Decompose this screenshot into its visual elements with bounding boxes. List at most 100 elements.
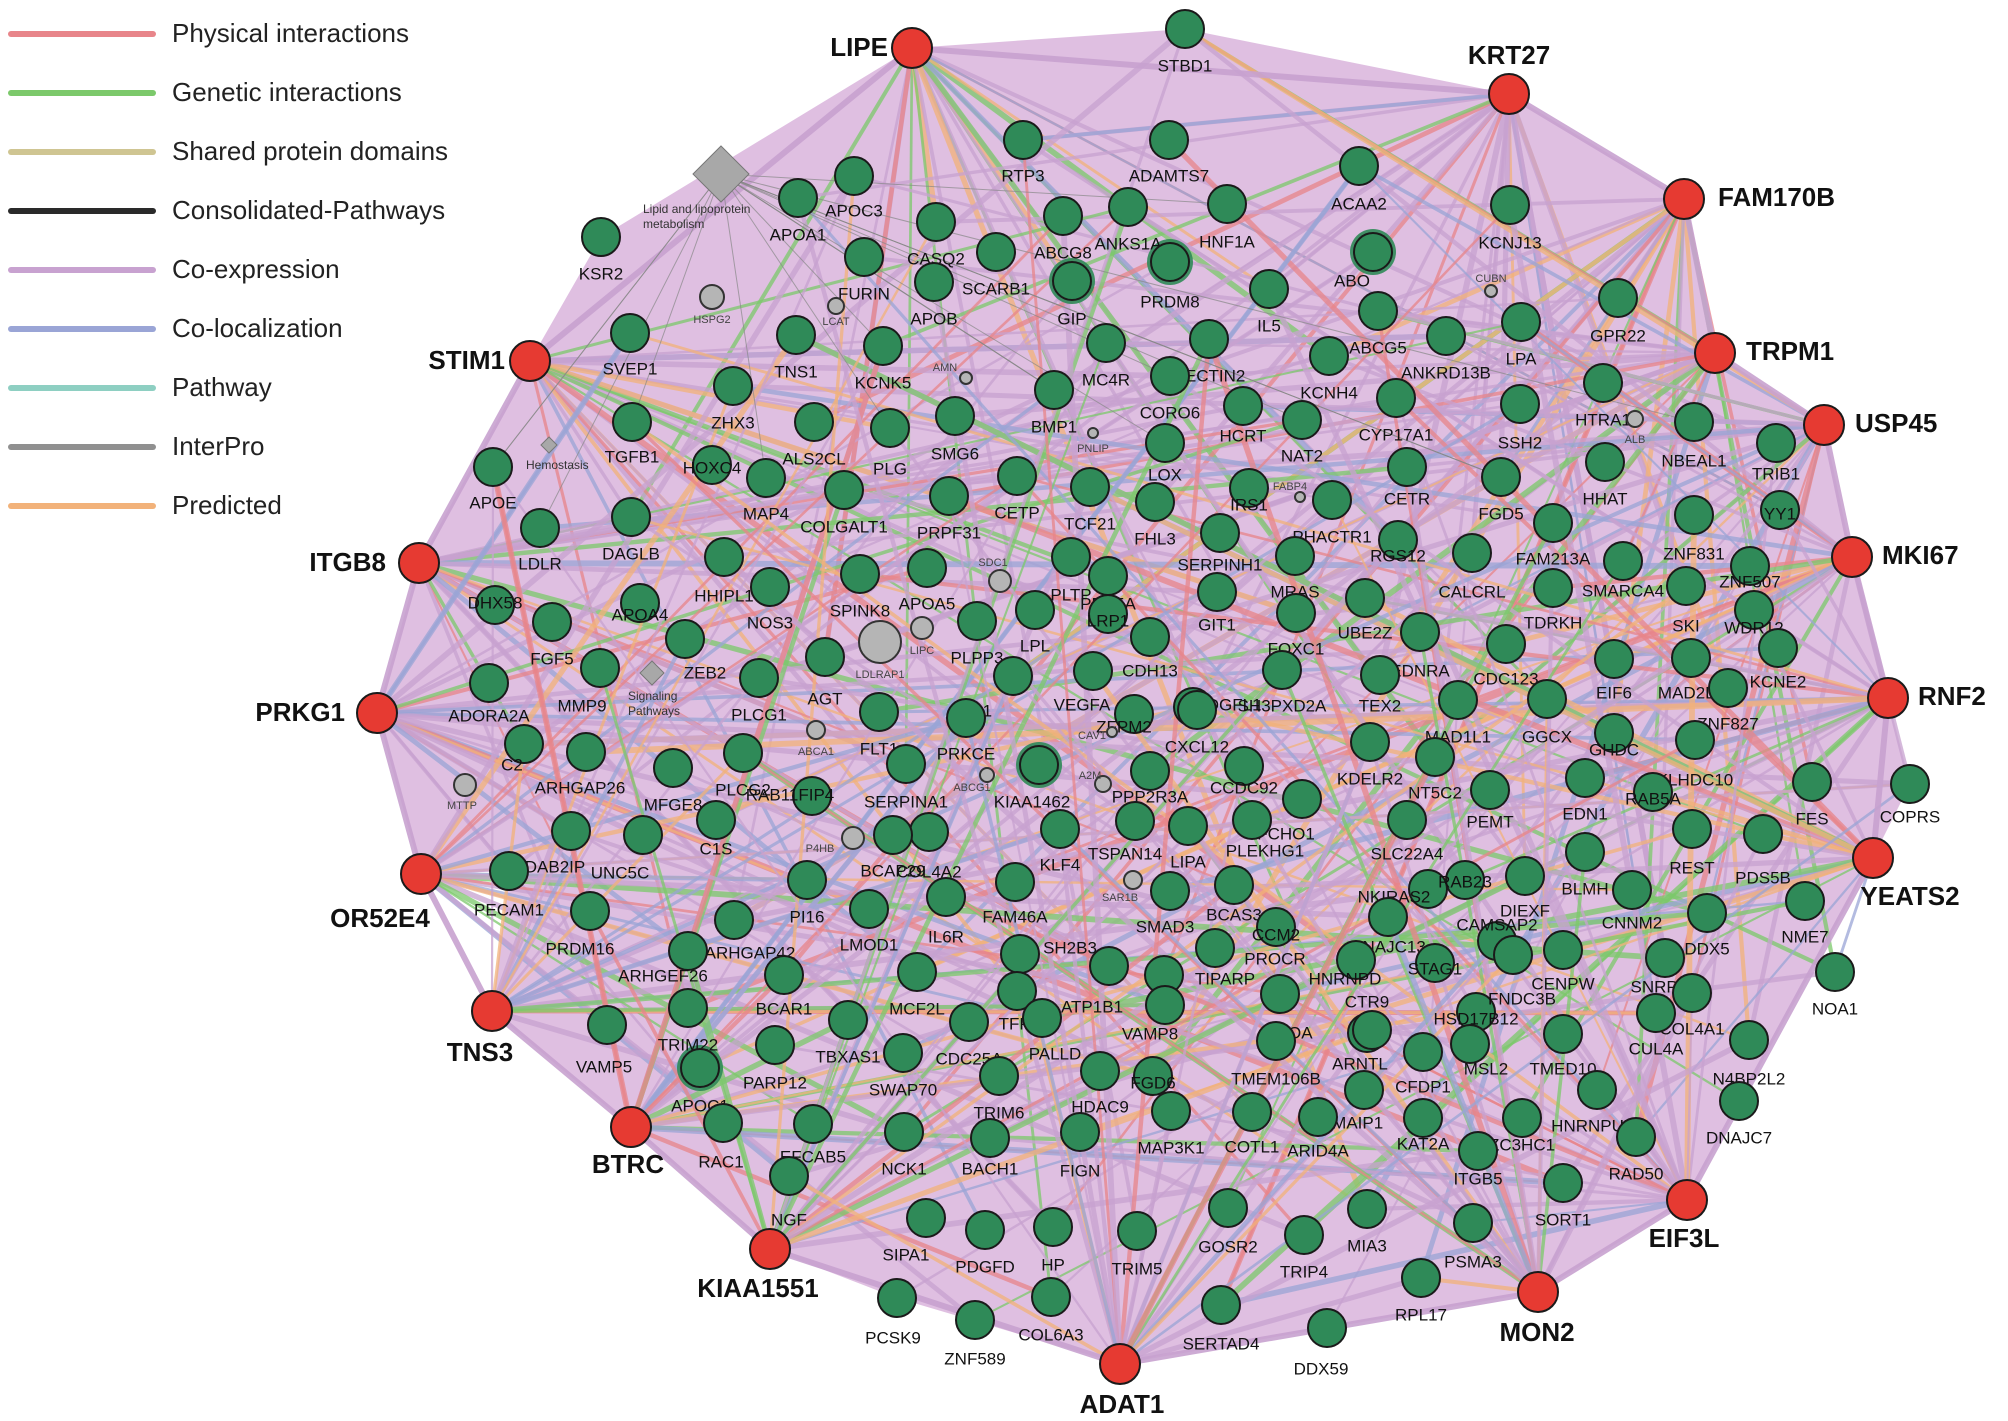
gene-node[interactable] (1043, 196, 1083, 236)
gene-node[interactable] (520, 508, 560, 548)
gene-node[interactable] (1458, 1131, 1498, 1171)
gene-node[interactable] (1353, 232, 1393, 272)
gene-node[interactable] (1378, 520, 1418, 560)
gene-node[interactable] (1298, 1097, 1338, 1137)
gene-node[interactable] (1022, 998, 1062, 1038)
aux-gene-node[interactable] (910, 616, 934, 640)
gene-node[interactable] (1282, 779, 1322, 819)
gene-node[interactable] (1719, 1081, 1759, 1121)
gene-node[interactable] (794, 402, 834, 442)
gene-node[interactable] (1232, 800, 1272, 840)
gene-node[interactable] (1376, 378, 1416, 418)
gene-node[interactable] (1453, 1203, 1493, 1243)
gene-node[interactable] (1387, 800, 1427, 840)
query-gene-node[interactable] (1099, 1343, 1141, 1385)
query-gene-node[interactable] (1488, 73, 1530, 115)
gene-node[interactable] (1108, 187, 1148, 227)
gene-node[interactable] (997, 456, 1037, 496)
gene-node[interactable] (1671, 638, 1711, 678)
gene-node[interactable] (870, 408, 910, 448)
aux-gene-node[interactable] (1087, 427, 1099, 439)
gene-node[interactable] (764, 955, 804, 995)
gene-node[interactable] (955, 1300, 995, 1340)
gene-node[interactable] (1151, 1091, 1191, 1131)
query-gene-node[interactable] (1852, 837, 1894, 879)
pathway-group-node[interactable] (692, 145, 750, 203)
gene-node[interactable] (1400, 612, 1440, 652)
query-gene-node[interactable] (400, 853, 442, 895)
gene-node[interactable] (970, 1118, 1010, 1158)
query-gene-node[interactable] (610, 1106, 652, 1148)
gene-node[interactable] (1758, 628, 1798, 668)
gene-node[interactable] (581, 217, 621, 257)
gene-node[interactable] (926, 877, 966, 917)
gene-node[interactable] (906, 1198, 946, 1238)
gene-node[interactable] (957, 601, 997, 641)
gene-node[interactable] (1890, 764, 1930, 804)
query-gene-node[interactable] (1831, 536, 1873, 578)
gene-node[interactable] (551, 811, 591, 851)
gene-node[interactable] (692, 445, 732, 485)
gene-node[interactable] (1344, 1070, 1384, 1110)
gene-node[interactable] (504, 724, 544, 764)
gene-node[interactable] (1345, 578, 1385, 618)
gene-node[interactable] (993, 656, 1033, 696)
query-gene-node[interactable] (1694, 332, 1736, 374)
gene-node[interactable] (1672, 973, 1712, 1013)
gene-node[interactable] (1708, 668, 1748, 708)
gene-node[interactable] (1481, 457, 1521, 497)
gene-node[interactable] (1051, 537, 1091, 577)
gene-node[interactable] (1445, 860, 1485, 900)
gene-node[interactable] (665, 619, 705, 659)
gene-node[interactable] (1636, 993, 1676, 1033)
gene-node[interactable] (883, 1033, 923, 1073)
gene-node[interactable] (1312, 480, 1352, 520)
gene-node[interactable] (1672, 809, 1712, 849)
gene-node[interactable] (611, 497, 651, 537)
gene-node[interactable] (739, 658, 779, 698)
gene-node[interactable] (1145, 985, 1185, 1025)
gene-node[interactable] (1358, 291, 1398, 331)
gene-node[interactable] (1675, 720, 1715, 760)
gene-node[interactable] (995, 862, 1035, 902)
gene-node[interactable] (935, 396, 975, 436)
gene-node[interactable] (1256, 907, 1296, 947)
gene-node[interactable] (824, 470, 864, 510)
aux-gene-node[interactable] (979, 767, 995, 783)
gene-node[interactable] (1336, 940, 1376, 980)
gene-node[interactable] (1262, 650, 1302, 690)
gene-node[interactable] (610, 313, 650, 353)
gene-node[interactable] (1486, 624, 1526, 664)
gene-node[interactable] (1089, 946, 1129, 986)
gene-node[interactable] (769, 1156, 809, 1196)
gene-node[interactable] (1309, 336, 1349, 376)
gene-node[interactable] (1189, 319, 1229, 359)
gene-node[interactable] (1086, 323, 1126, 363)
gene-node[interactable] (1003, 120, 1043, 160)
gene-node[interactable] (914, 262, 954, 302)
gene-node[interactable] (1501, 302, 1541, 342)
gene-node[interactable] (1145, 423, 1185, 463)
gene-node[interactable] (1743, 814, 1783, 854)
gene-node[interactable] (1130, 751, 1170, 791)
gene-node[interactable] (1565, 832, 1605, 872)
gene-node[interactable] (1232, 1092, 1272, 1132)
gene-node[interactable] (1130, 617, 1170, 657)
gene-node[interactable] (668, 931, 708, 971)
gene-node[interactable] (1415, 943, 1455, 983)
gene-node[interactable] (792, 776, 832, 816)
gene-node[interactable] (1350, 722, 1390, 762)
gene-node[interactable] (1505, 856, 1545, 896)
gene-node[interactable] (1307, 1308, 1347, 1348)
gene-node[interactable] (979, 1056, 1019, 1096)
aux-gene-node[interactable] (806, 720, 826, 740)
query-gene-node[interactable] (1666, 1179, 1708, 1221)
gene-node[interactable] (746, 458, 786, 498)
aux-gene-node[interactable] (1094, 775, 1112, 793)
gene-node[interactable] (755, 1025, 795, 1065)
pathway-group-node[interactable] (540, 436, 558, 454)
query-gene-node[interactable] (1867, 677, 1909, 719)
gene-node[interactable] (473, 447, 513, 487)
gene-node[interactable] (849, 889, 889, 929)
gene-node[interactable] (1490, 185, 1530, 225)
